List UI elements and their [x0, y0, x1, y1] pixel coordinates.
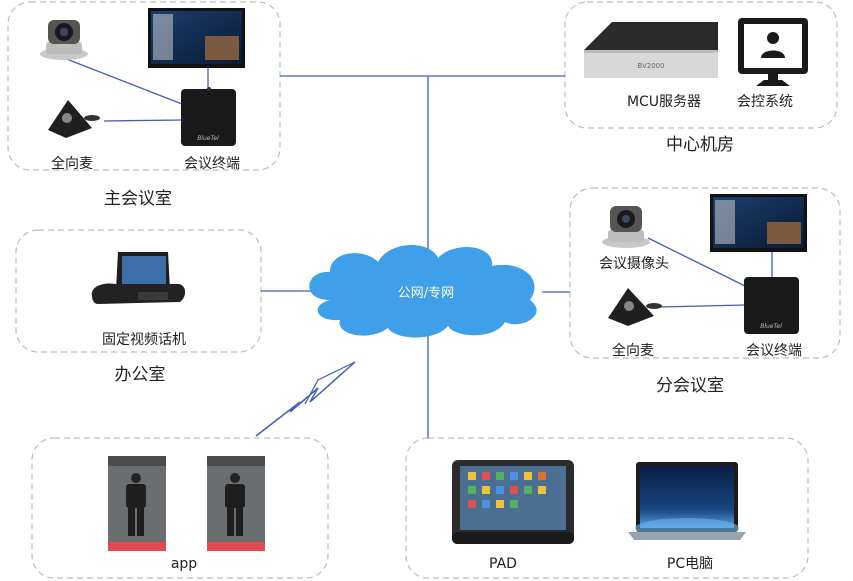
branch-terminal-box-icon: BlueTel — [744, 277, 799, 334]
video-phone-icon — [91, 252, 186, 304]
branch-camera-label: 会议摄像头 — [599, 256, 669, 272]
network-label: 公网/专网 — [398, 286, 454, 301]
app-label: app — [171, 556, 197, 572]
main-room-mic-label: 全向麦 — [51, 155, 93, 172]
branch-monitor-icon — [710, 194, 807, 252]
smartphone-app-icon-2 — [207, 456, 265, 551]
tablet-icon — [452, 460, 574, 544]
monitor-icon — [148, 8, 245, 68]
center-title: 中心机房 — [666, 135, 734, 155]
laptop-icon — [628, 462, 746, 540]
branch-mic-label: 全向麦 — [612, 342, 654, 359]
microphone-icon — [48, 100, 100, 138]
smartphone-app-icon — [108, 456, 166, 551]
control-label: 会控系统 — [737, 94, 793, 110]
svg-text:BlueTel: BlueTel — [197, 135, 219, 142]
branch-room-links — [647, 237, 773, 308]
main-room-title: 主会议室 — [104, 189, 172, 209]
video-phone-label: 固定视频话机 — [102, 332, 186, 348]
branch-camera-icon — [602, 206, 650, 248]
wireless-signal-icon — [255, 361, 356, 437]
mcu-label: MCU服务器 — [627, 94, 701, 110]
control-system-icon — [738, 18, 808, 86]
main-room-terminal-label: 会议终端 — [184, 156, 240, 172]
branch-terminal-label: 会议终端 — [746, 343, 802, 359]
svg-text:BlueTel: BlueTel — [760, 323, 782, 330]
office-title: 办公室 — [115, 365, 166, 385]
terminal-box-icon: BlueTel — [181, 87, 236, 146]
main-room-links — [63, 57, 209, 122]
pad-label: PAD — [489, 556, 517, 572]
mcu-server-icon: BV2000 — [584, 22, 718, 78]
branch-microphone-icon — [608, 288, 662, 326]
ptz-camera-icon — [40, 20, 88, 60]
svg-text:BV2000: BV2000 — [637, 62, 664, 70]
pc-label: PC电脑 — [667, 556, 713, 572]
cloud-icon — [309, 244, 537, 338]
backbone-links — [261, 75, 570, 438]
branch-room-title: 分会议室 — [656, 376, 724, 396]
